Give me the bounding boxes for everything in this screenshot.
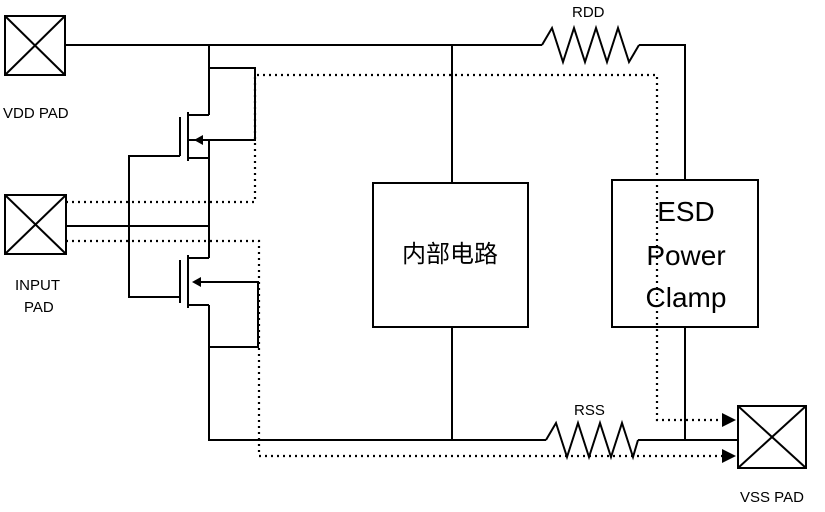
vss-pad-icon [737,405,807,469]
rss-resistor-icon [545,419,639,461]
internal-circuit-block [372,45,529,440]
vdd-rail [65,44,686,180]
rdd-resistor-icon [541,24,640,66]
arrowhead-icon [722,413,736,427]
vdd-pad-icon [4,15,66,76]
internal-circuit-label: 内部电路 [402,240,498,268]
vss-rail [208,307,738,441]
input-wiring [66,155,210,298]
pmos-transistor-icon [179,45,256,161]
esd-label-line3: Clamp [646,282,727,313]
nmos-transistor-icon [179,238,259,348]
input-pad-label-line2: PAD [24,299,54,316]
input-pad-label-line1: INPUT [15,277,60,294]
esd-discharge-paths [66,73,736,463]
esd-label-line2: Power [646,240,725,271]
vss-pad-label: VSS PAD [740,489,804,506]
vdd-pad-label: VDD PAD [3,105,69,122]
esd-label-line1: ESD [657,196,715,227]
arrowhead-icon [722,449,736,463]
rdd-label: RDD [572,4,605,21]
input-pad-icon [4,194,67,255]
esd-power-clamp-block [611,179,759,328]
rss-label: RSS [574,402,605,419]
